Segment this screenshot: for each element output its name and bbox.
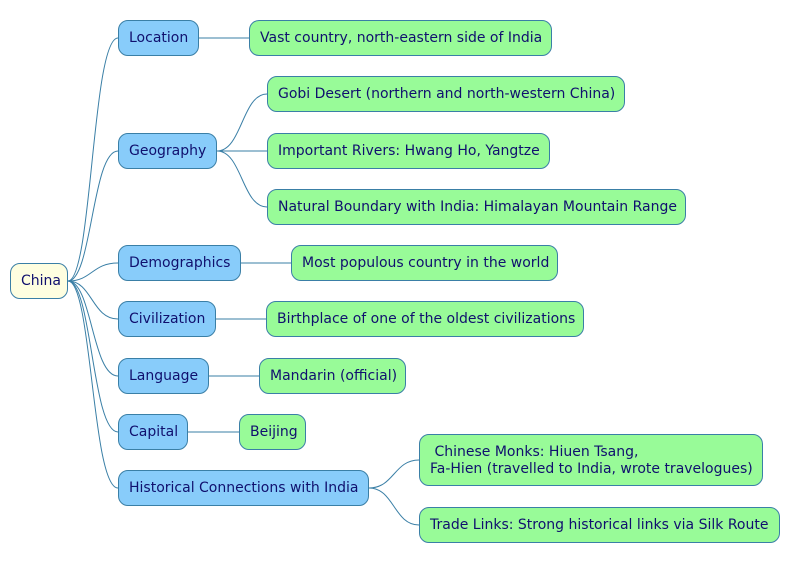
category-language: Language (118, 358, 209, 394)
connector (67, 280, 119, 433)
connector (67, 280, 119, 489)
category-civilization: Civilization (118, 301, 216, 337)
connector (368, 487, 420, 526)
leaf-location: Vast country, north-eastern side of Indi… (249, 20, 552, 56)
leaf-capital: Beijing (239, 414, 306, 450)
connector (368, 459, 420, 489)
root-node-china: China (10, 263, 68, 299)
leaf-language: Mandarin (official) (259, 358, 406, 394)
leaf-gobi-desert: Gobi Desert (northern and north-western … (267, 76, 625, 112)
connector (216, 93, 268, 152)
category-capital: Capital (118, 414, 188, 450)
leaf-civilization: Birthplace of one of the oldest civiliza… (266, 301, 584, 337)
category-historical-connections: Historical Connections with India (118, 470, 369, 506)
leaf-chinese-monks: Chinese Monks: Hiuen Tsang, Fa-Hien (tra… (419, 434, 763, 486)
connector (67, 262, 119, 282)
category-demographics: Demographics (118, 245, 241, 281)
category-geography: Geography (118, 133, 217, 169)
connector (216, 150, 268, 208)
leaf-demographics: Most populous country in the world (291, 245, 558, 281)
connector (67, 280, 119, 377)
connector (67, 150, 119, 282)
leaf-trade-links: Trade Links: Strong historical links via… (419, 507, 780, 543)
connector (67, 280, 119, 320)
leaf-natural-boundary: Natural Boundary with India: Himalayan M… (267, 189, 686, 225)
category-location: Location (118, 20, 199, 56)
connector (67, 37, 119, 282)
leaf-important-rivers: Important Rivers: Hwang Ho, Yangtze (267, 133, 550, 169)
